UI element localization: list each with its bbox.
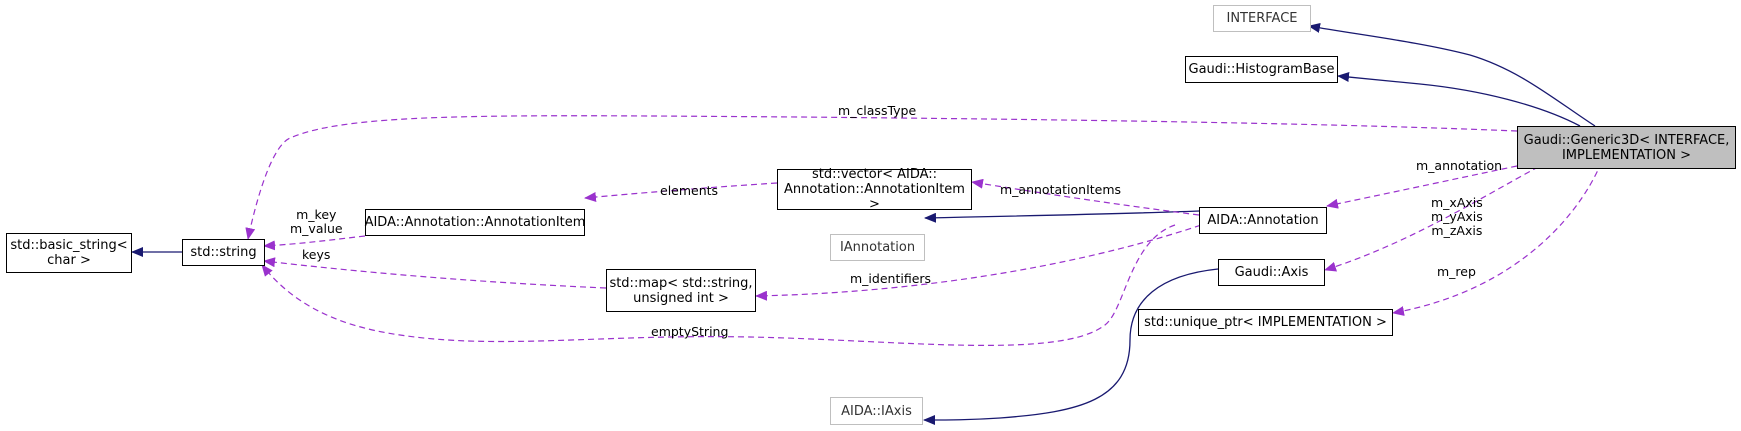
node-histogram-base[interactable]: Gaudi::HistogramBase: [1185, 56, 1338, 83]
node-iannotation[interactable]: IAnnotation: [830, 234, 925, 261]
node-interface[interactable]: INTERFACE: [1213, 5, 1311, 32]
label-axes: m_xAxis m_yAxis m_zAxis: [1431, 195, 1483, 238]
edge-key-value: [263, 235, 366, 251]
label-m-annotation-items: m_annotationItems: [1000, 182, 1122, 197]
edge-rep: [1392, 152, 1606, 316]
node-unique-ptr[interactable]: std::unique_ptr< IMPLEMENTATION >: [1138, 309, 1393, 336]
label-m-identifiers: m_identifiers: [850, 271, 932, 286]
node-basic-string[interactable]: std::basic_string< char >: [6, 233, 132, 273]
node-std-vector[interactable]: std::vector< AIDA:: Annotation::Annotati…: [777, 167, 972, 212]
node-annotation-item[interactable]: AIDA::Annotation::AnnotationItem: [365, 209, 585, 236]
label-m-classtype: m_classType: [838, 103, 917, 118]
node-aida-annotation[interactable]: AIDA::Annotation: [1199, 207, 1327, 234]
label-m-annotation: m_annotation: [1416, 158, 1503, 173]
edge-axes: [1324, 152, 1566, 272]
label-elements: elements: [660, 183, 719, 198]
node-generic3d[interactable]: Gaudi::Generic3D< INTERFACE, IMPLEMENTAT…: [1517, 126, 1736, 169]
edge-keys: [263, 257, 607, 289]
edge-generic3d-to-histogrambase: [1337, 72, 1581, 127]
edge-identifiers: [755, 221, 1211, 301]
edge-empty-string: [261, 224, 1176, 346]
edge-elements: [584, 182, 778, 202]
edge-annotation-to-iannotation: [924, 210, 1200, 223]
edge-axis-to-iaxis: [923, 268, 1219, 425]
label-m-key-value: m_key m_value: [290, 207, 343, 236]
node-iaxis[interactable]: AIDA::IAxis: [830, 397, 923, 425]
edge-classtype: [245, 115, 1518, 240]
node-std-string[interactable]: std::string: [182, 239, 265, 266]
edge-annotation: [1326, 165, 1518, 209]
label-m-rep: m_rep: [1437, 264, 1476, 279]
label-empty-string: emptyString: [651, 324, 729, 339]
node-std-map[interactable]: std::map< std::string, unsigned int >: [606, 269, 756, 312]
edge-generic3d-to-interface: [1308, 22, 1596, 127]
edge-annotation-items: [971, 178, 1200, 216]
label-keys: keys: [302, 247, 331, 262]
node-gaudi-axis[interactable]: Gaudi::Axis: [1218, 259, 1325, 286]
